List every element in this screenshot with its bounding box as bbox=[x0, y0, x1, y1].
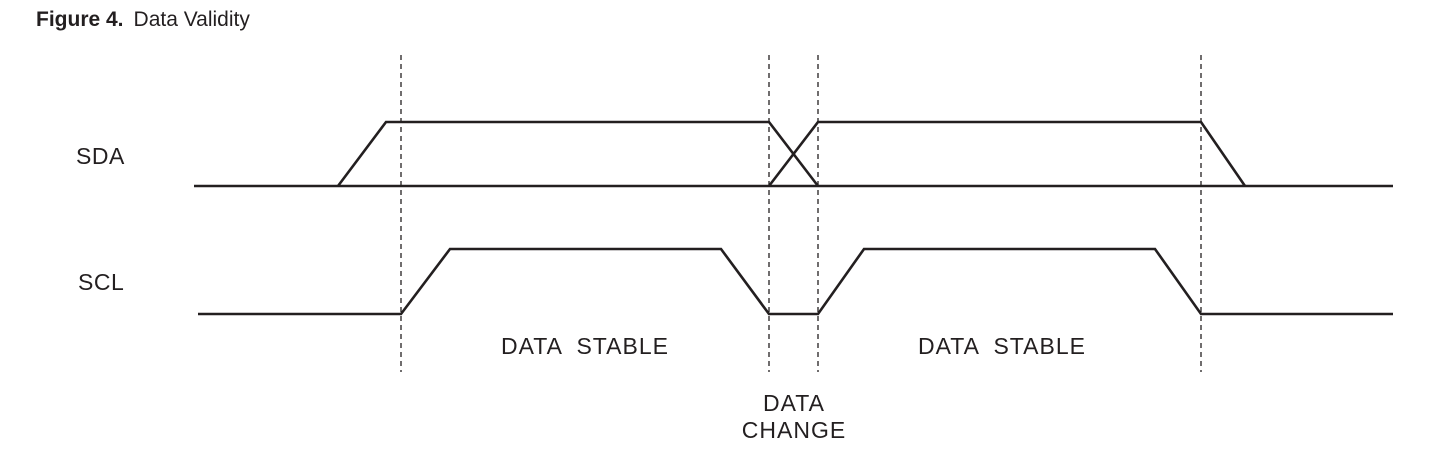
sda-pulse-2 bbox=[767, 120, 1247, 187]
scl-label: SCL bbox=[78, 269, 124, 295]
sda-label: SDA bbox=[76, 143, 125, 169]
figure-number: Figure 4. bbox=[36, 8, 124, 31]
sda-pulse-1 bbox=[336, 120, 820, 187]
figure-title: Data Validity bbox=[133, 8, 250, 31]
figure-caption: Figure 4. Data Validity bbox=[36, 7, 250, 33]
data-stable-label-1: DATA STABLE bbox=[501, 333, 669, 359]
scl-waveform bbox=[198, 247, 1393, 316]
data-change-label-line1: DATA bbox=[763, 390, 825, 416]
data-stable-label-2: DATA STABLE bbox=[918, 333, 1086, 359]
data-change-label-line2: CHANGE bbox=[742, 417, 846, 443]
